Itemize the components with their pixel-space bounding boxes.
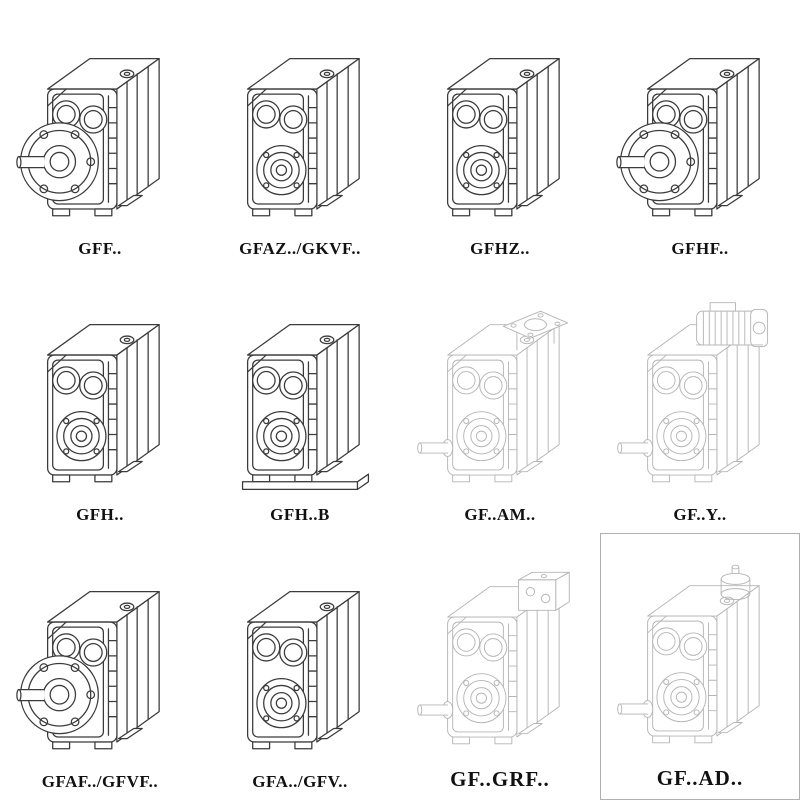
catalog-cell-gfh: GFH..: [0, 267, 200, 534]
catalog-cell-gf-y: GF..Y..: [600, 267, 800, 534]
gearbox-input-block-adapter-drawing: [414, 563, 586, 759]
model-label: GFAZ../GKVF..: [239, 238, 361, 258]
catalog-cell-gf-ad: GF..AD..: [600, 533, 800, 800]
catalog-cell-gfa-gfv: GFA../GFV..: [200, 533, 400, 800]
model-label: GF..GRF..: [450, 766, 550, 791]
model-label: GFHF..: [671, 238, 729, 258]
model-label: GF..AM..: [464, 505, 536, 525]
model-label: GFF..: [78, 238, 122, 258]
model-label: GFAF../GFVF..: [41, 771, 159, 791]
model-label: GFH..B: [270, 505, 330, 525]
catalog-cell-gf-grf: GF..GRF..: [400, 533, 600, 800]
gearbox-hollow-shaft-drawing: [214, 35, 386, 231]
gearbox-with-motor-drawing: [614, 301, 786, 497]
gearbox-output-flange-drawing: [614, 35, 786, 231]
model-label: GFA../GFV..: [252, 771, 348, 791]
model-label: GFH..: [76, 505, 124, 525]
gearbox-input-flange-adapter-drawing: [414, 301, 586, 497]
catalog-cell-gfhz: GFHZ..: [400, 0, 600, 267]
catalog-cell-gfaz-gkvf: GFAZ../GKVF..: [200, 0, 400, 267]
gearbox-hollow-shaft-drawing: [14, 301, 186, 497]
model-label: GF..AD..: [656, 765, 744, 790]
catalog-cell-gfaf-gfvf: GFAF../GFVF..: [0, 533, 200, 800]
gearbox-output-flange-drawing: [14, 568, 186, 764]
gearbox-hollow-shaft-drawing: [214, 568, 386, 764]
gearbox-hollow-shaft-drawing: [414, 35, 586, 231]
catalog-cell-gfh-b: GFH..B: [200, 267, 400, 534]
gearbox-hollow-shaft-base-drawing: [214, 301, 386, 497]
gearbox-output-flange-drawing: [14, 35, 186, 231]
gearbox-input-shaft-adapter-drawing: [614, 562, 786, 758]
catalog-cell-gff: GFF..: [0, 0, 200, 267]
model-label: GF..Y..: [673, 505, 727, 525]
catalog-cell-gfhf: GFHF..: [600, 0, 800, 267]
catalog-cell-gf-am: GF..AM..: [400, 267, 600, 534]
model-label: GFHZ..: [470, 238, 530, 258]
